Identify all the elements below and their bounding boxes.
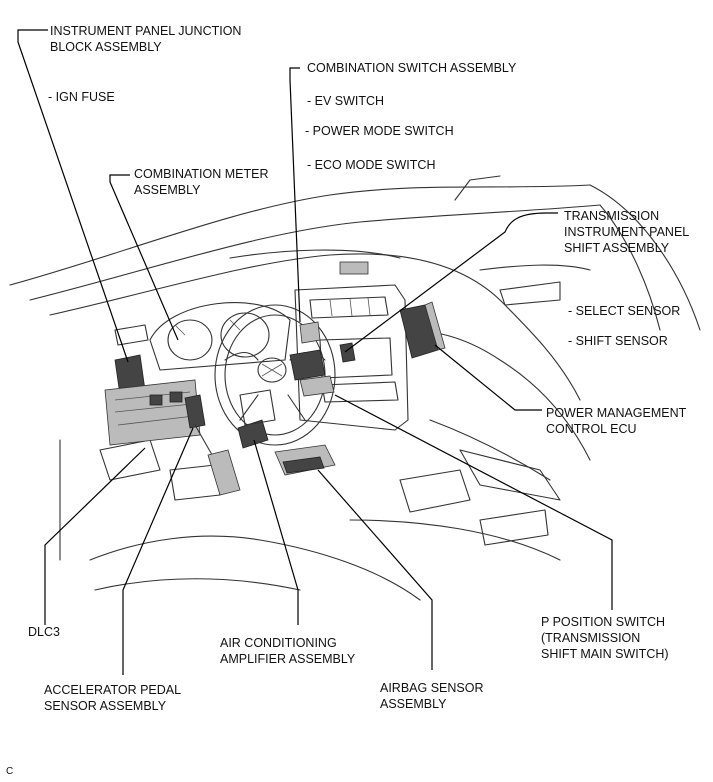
label-line: COMBINATION METER (134, 167, 269, 181)
label-line: ACCELERATOR PEDAL (44, 683, 182, 697)
leader-lines (17, 29, 613, 675)
airbag-sensor (274, 444, 336, 476)
corner-mark: C (6, 766, 14, 777)
label-combination-switch-assembly: COMBINATION SWITCH ASSEMBLY (307, 61, 517, 75)
label-airbag-sensor-assembly: AIRBAG SENSOR ASSEMBLY (380, 680, 484, 712)
label-power-mode-switch: - POWER MODE SWITCH (305, 124, 454, 138)
label-line: AIR CONDITIONING (220, 636, 337, 650)
label-combination-meter-assembly: COMBINATION METER ASSEMBLY (134, 166, 269, 198)
label-line: (TRANSMISSION (541, 631, 641, 645)
label-line: CONTROL ECU (546, 422, 637, 436)
label-line: POWER MANAGEMENT (546, 406, 687, 420)
label-air-conditioning-amplifier: AIR CONDITIONING AMPLIFIER ASSEMBLY (220, 635, 355, 667)
accelerator-pedal (184, 394, 241, 496)
label-line: AIRBAG SENSOR (380, 681, 484, 695)
label-ev-switch: - EV SWITCH (307, 94, 385, 108)
label-line: AMPLIFIER ASSEMBLY (220, 652, 356, 666)
label-line: INSTRUMENT PANEL (564, 225, 690, 239)
label-line: SHIFT MAIN SWITCH) (541, 647, 669, 661)
label-dlc3: DLC3 (28, 625, 60, 639)
ac-amplifier (237, 389, 276, 449)
center-stack (229, 249, 409, 431)
label-select-sensor: - SELECT SENSOR (568, 304, 681, 318)
label-line: INSTRUMENT PANEL JUNCTION (50, 24, 242, 38)
label-line: SENSOR ASSEMBLY (44, 699, 167, 713)
label-p-position-switch: P POSITION SWITCH (TRANSMISSION SHIFT MA… (541, 614, 669, 662)
label-eco-mode-switch: - ECO MODE SWITCH (307, 158, 436, 172)
label-line: ASSEMBLY (134, 183, 201, 197)
shift-assembly (289, 321, 356, 397)
label-power-management-control-ecu: POWER MANAGEMENT CONTROL ECU (546, 405, 686, 437)
label-instrument-panel-junction-block: INSTRUMENT PANEL JUNCTION BLOCK ASSEMBLY (50, 23, 241, 55)
steering-wheel (214, 304, 336, 446)
dashboard-outline (9, 175, 701, 601)
label-line: ASSEMBLY (380, 697, 447, 711)
power-management-ecu (399, 301, 446, 359)
combination-meter (149, 302, 291, 371)
label-accelerator-pedal-sensor: ACCELERATOR PEDAL SENSOR ASSEMBLY (44, 682, 181, 714)
label-ign-fuse: - IGN FUSE (48, 90, 115, 104)
junction-block (104, 354, 201, 446)
label-line: TRANSMISSION (564, 209, 660, 223)
label-shift-sensor: - SHIFT SENSOR (568, 334, 668, 348)
label-line: BLOCK ASSEMBLY (50, 40, 162, 54)
label-line: SHIFT ASSEMBLY (564, 241, 670, 255)
label-transmission-shift-assembly: TRANSMISSION INSTRUMENT PANEL SHIFT ASSE… (564, 208, 689, 256)
label-line: P POSITION SWITCH (541, 615, 666, 629)
